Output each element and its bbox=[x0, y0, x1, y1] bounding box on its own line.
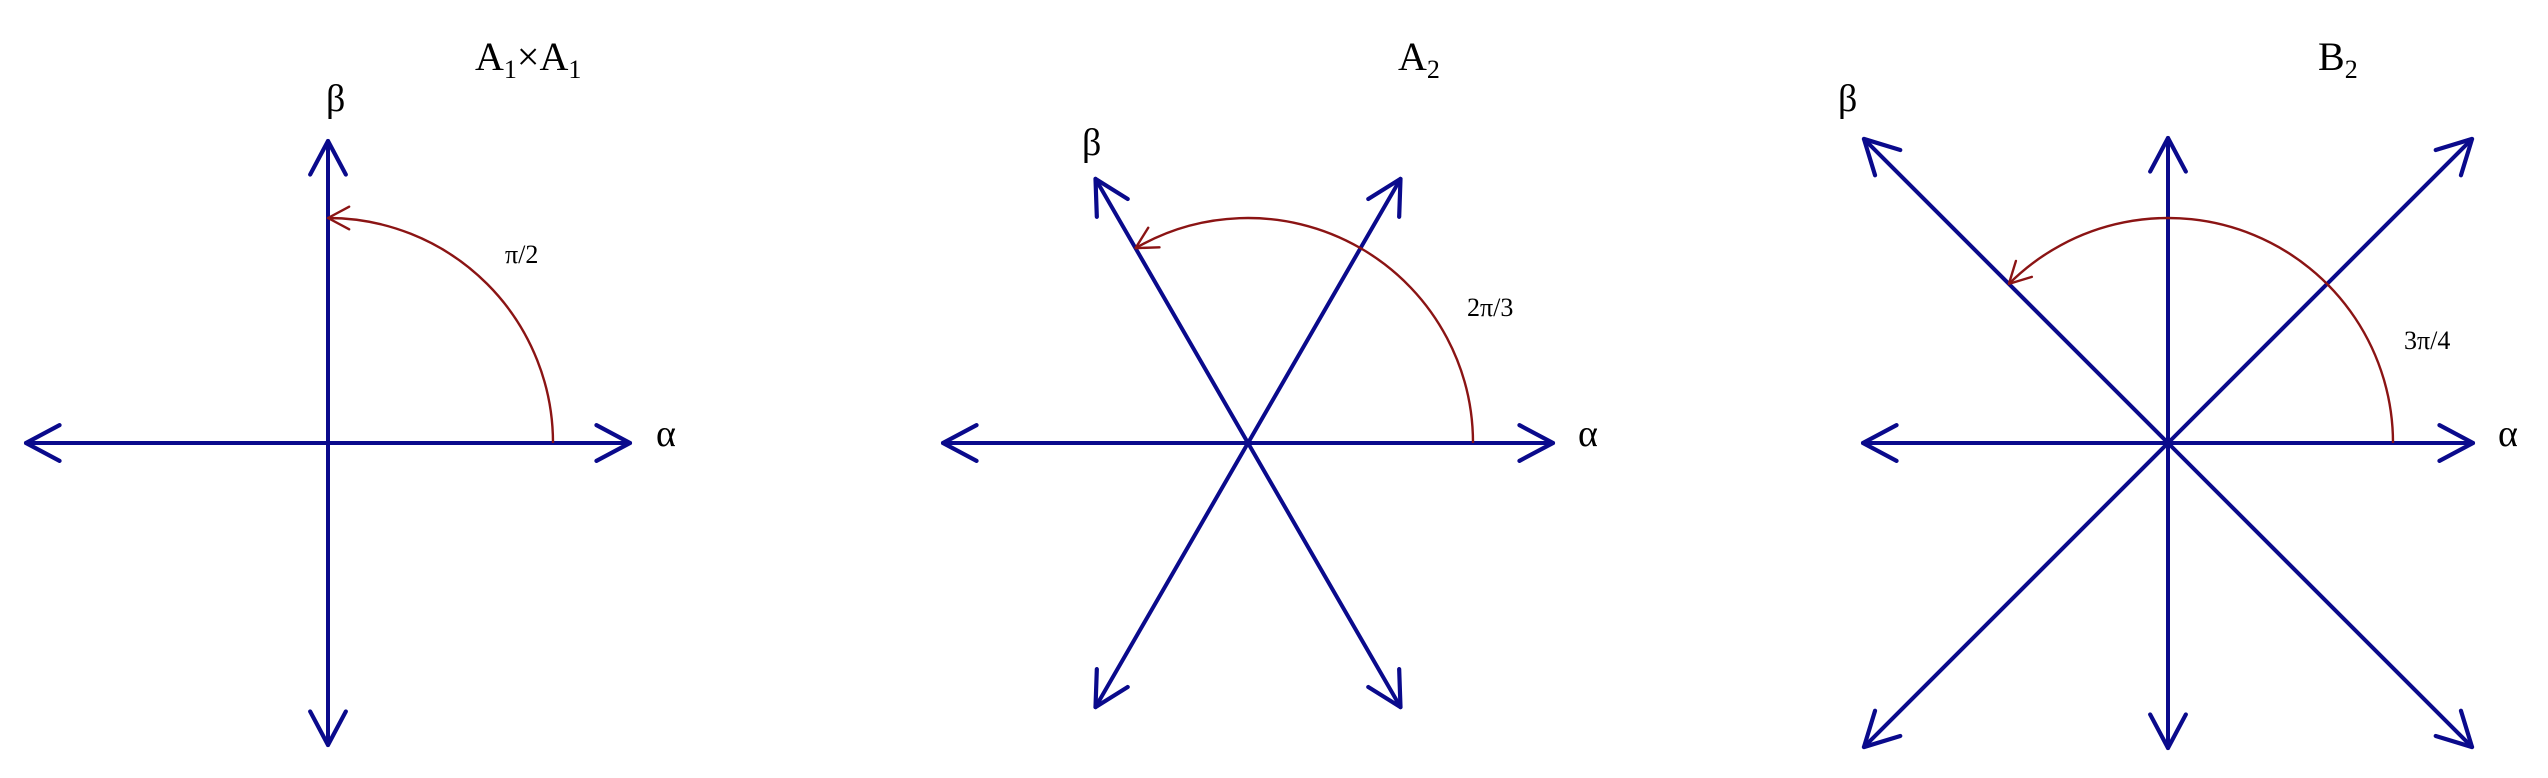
angle-arc bbox=[326, 205, 555, 444]
angle-label: 2π/3 bbox=[1467, 293, 1513, 322]
arrowhead-90 bbox=[2148, 135, 2188, 174]
beta-label: β bbox=[1082, 122, 1101, 164]
angle-label: π/2 bbox=[505, 240, 538, 269]
angle-arc-path bbox=[1134, 216, 1475, 444]
arrowhead-180 bbox=[1860, 423, 1899, 463]
angle-label: 3π/4 bbox=[2404, 326, 2450, 355]
angle-arc bbox=[1134, 216, 1475, 444]
arrowhead-300 bbox=[1366, 667, 1403, 710]
angle-arc-path bbox=[2008, 216, 2395, 444]
angle-arc-arrowhead bbox=[2007, 259, 2034, 286]
root-vector-240 bbox=[1093, 441, 1250, 710]
arrowhead-0 bbox=[594, 423, 633, 463]
arrowhead-180 bbox=[940, 423, 979, 463]
root-vector-300 bbox=[1246, 441, 1403, 710]
arrowhead-90 bbox=[308, 138, 348, 177]
root-vector-315 bbox=[2166, 441, 2475, 750]
diagram-a2: A2 2π/3 α β bbox=[940, 34, 1598, 710]
arrowhead-120 bbox=[1093, 176, 1130, 219]
diagram-a1xa1: A1×A1 π/2 α β bbox=[23, 34, 676, 748]
root-vectors bbox=[1860, 135, 2476, 751]
angle-arc-path bbox=[327, 216, 555, 444]
alpha-label: α bbox=[1578, 413, 1598, 455]
beta-label: β bbox=[1838, 78, 1857, 120]
arrowhead-0 bbox=[1517, 423, 1556, 463]
root-vector-60 bbox=[1246, 176, 1403, 445]
arrowhead-225 bbox=[1861, 708, 1903, 750]
root-vectors bbox=[23, 138, 633, 748]
arrowhead-45 bbox=[2433, 136, 2475, 178]
root-vector-120 bbox=[1093, 176, 1250, 445]
arrowhead-135 bbox=[1861, 136, 1903, 178]
arrowhead-180 bbox=[23, 423, 62, 463]
root-vector-45 bbox=[2166, 136, 2475, 445]
root-vector-135 bbox=[1861, 136, 2170, 445]
beta-label: β bbox=[326, 78, 345, 120]
arrowhead-270 bbox=[308, 709, 348, 748]
angle-arc-arrowhead bbox=[1134, 226, 1161, 250]
arrowhead-0 bbox=[2437, 423, 2476, 463]
angle-arc-arrowhead bbox=[326, 205, 351, 231]
arrowhead-240 bbox=[1093, 667, 1130, 710]
arrowhead-60 bbox=[1366, 176, 1403, 219]
diagram-title: A2 bbox=[1398, 34, 1440, 84]
alpha-label: α bbox=[2498, 413, 2518, 455]
angle-arc bbox=[2007, 216, 2395, 444]
diagram-title: A1×A1 bbox=[475, 34, 581, 84]
alpha-label: α bbox=[656, 413, 676, 455]
arrowhead-270 bbox=[2148, 712, 2188, 751]
root-vector-225 bbox=[1861, 441, 2170, 750]
arrowhead-315 bbox=[2433, 708, 2475, 750]
diagram-title: B2 bbox=[2318, 34, 2358, 84]
root-vectors bbox=[940, 176, 1556, 710]
diagram-b2: B2 3π/4 α β bbox=[1838, 34, 2518, 751]
